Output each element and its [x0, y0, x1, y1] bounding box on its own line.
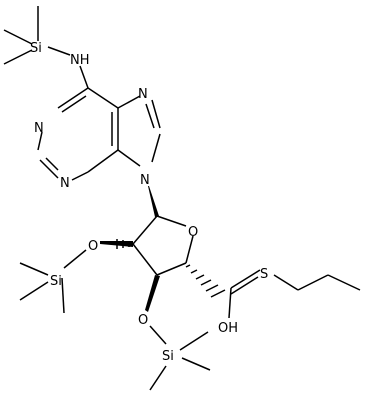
- bond: [3, 29, 33, 45]
- bond: [156, 215, 187, 227]
- bond: [185, 235, 194, 264]
- atom-ring-o: O: [188, 225, 198, 240]
- bond: [37, 131, 43, 151]
- bond: [151, 99, 161, 129]
- bond: [132, 215, 158, 245]
- hash-bond: [185, 264, 226, 298]
- atom-hydroxyl: OH: [218, 321, 238, 336]
- bond: [145, 103, 155, 129]
- atom-si-top: Si: [30, 41, 42, 56]
- bond: [151, 133, 161, 163]
- atom-n-purine-left: N: [34, 121, 44, 136]
- bond: [117, 95, 141, 109]
- bond: [57, 87, 89, 109]
- bond: [117, 149, 141, 167]
- bond: [19, 262, 49, 276]
- atom-o2: O: [88, 239, 98, 254]
- bond: [273, 274, 299, 291]
- bond: [63, 249, 87, 269]
- bond: [87, 149, 119, 173]
- wedge-bond: [145, 275, 160, 312]
- bond: [45, 157, 59, 171]
- bond: [132, 243, 158, 276]
- bond: [230, 276, 259, 295]
- bond: [61, 277, 65, 314]
- bond: [149, 365, 167, 391]
- atom-n-purine-top: N: [138, 87, 148, 102]
- bond: [327, 274, 361, 291]
- atom-si-bottom: Si: [162, 349, 174, 364]
- bond: [87, 87, 119, 109]
- hash-bond: [116, 239, 130, 249]
- bond: [230, 269, 261, 289]
- bond: [297, 274, 329, 291]
- wedge-bond: [148, 186, 159, 217]
- bond: [179, 331, 209, 351]
- atom-si-mid: Si: [50, 274, 62, 289]
- atom-n-purine-bottom: N: [60, 176, 70, 191]
- bond: [149, 325, 167, 345]
- bond: [156, 262, 187, 276]
- atom-labels: Si NH N N N N O O O Si Si S OH: [30, 41, 268, 364]
- bond: [39, 159, 59, 179]
- bond: [228, 287, 232, 319]
- bonds: [3, 6, 361, 391]
- atom-o3: O: [138, 313, 148, 328]
- bond: [71, 171, 89, 181]
- bond: [3, 49, 33, 65]
- bond: [181, 357, 211, 371]
- atom-sulfur: S: [260, 267, 268, 282]
- bond: [19, 281, 49, 301]
- bond: [47, 46, 71, 56]
- atom-n9: N: [140, 173, 150, 188]
- bond: [61, 95, 87, 113]
- atom-nh: NH: [70, 53, 90, 68]
- bond: [79, 65, 89, 89]
